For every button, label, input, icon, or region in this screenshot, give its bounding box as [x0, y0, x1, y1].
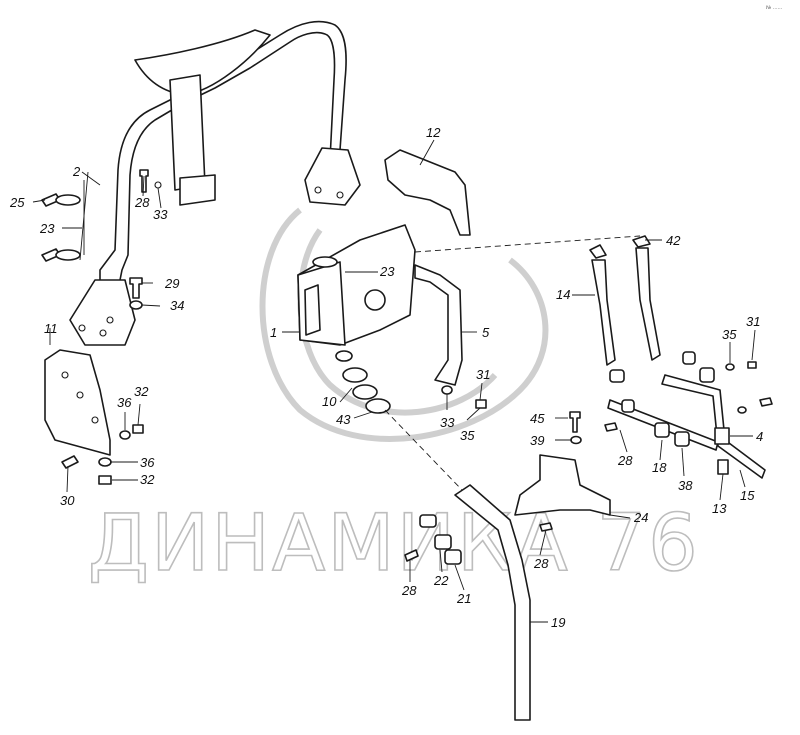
hose-clamps-part-10 — [335, 350, 391, 414]
clamps-part-21-22 — [419, 514, 462, 565]
callout-32: 32 — [134, 384, 149, 399]
callout-35: 35 — [460, 428, 475, 443]
callout-31: 31 — [476, 367, 490, 382]
callout-33: 33 — [153, 207, 168, 222]
saddle-support — [134, 29, 271, 206]
callout-1: 1 — [270, 325, 277, 340]
callout-28: 28 — [617, 453, 633, 468]
callout-31: 31 — [746, 314, 760, 329]
callout-5: 5 — [482, 325, 490, 340]
callout-labels: 25 23 2 28 33 29 34 11 36 32 36 32 30 12… — [9, 125, 763, 630]
callout-19: 19 — [551, 615, 565, 630]
fasteners — [41, 169, 773, 562]
bracket-part-12 — [384, 149, 471, 236]
callout-25: 25 — [9, 195, 25, 210]
callout-33: 33 — [440, 415, 455, 430]
callout-45: 45 — [530, 411, 545, 426]
hose-part-14 — [591, 259, 616, 366]
hose-part-42 — [635, 247, 661, 361]
callout-18: 18 — [652, 460, 667, 475]
callout-28: 28 — [134, 195, 150, 210]
callout-23: 23 — [379, 264, 395, 279]
callout-11: 11 — [44, 321, 58, 336]
callout-4: 4 — [756, 429, 763, 444]
callout-22: 22 — [433, 573, 449, 588]
callout-36: 36 — [117, 395, 132, 410]
leader-lines — [32, 139, 756, 623]
callout-39: 39 — [530, 433, 544, 448]
callout-34: 34 — [170, 298, 184, 313]
callout-14: 14 — [556, 287, 570, 302]
callout-21: 21 — [456, 591, 471, 606]
callout-38: 38 — [678, 478, 693, 493]
callout-30: 30 — [60, 493, 75, 508]
callout-29: 29 — [164, 276, 179, 291]
callout-2: 2 — [72, 164, 81, 179]
watermark-text: ДИНАМИКА 76 — [88, 499, 700, 589]
callout-32: 32 — [140, 472, 155, 487]
callout-23: 23 — [39, 221, 55, 236]
callout-43: 43 — [336, 412, 351, 427]
tank-part-1 — [297, 224, 416, 346]
callout-12: 12 — [426, 125, 441, 140]
callout-36: 36 — [140, 455, 155, 470]
pipe-part-19 — [454, 484, 531, 721]
bracket-part-24 — [514, 454, 611, 516]
callout-42: 42 — [666, 233, 681, 248]
corner-mark: № ...... — [766, 5, 783, 11]
callout-10: 10 — [322, 394, 337, 409]
strap-part-5 — [414, 264, 463, 386]
callout-15: 15 — [740, 488, 755, 503]
callout-28: 28 — [401, 583, 417, 598]
callout-24: 24 — [633, 510, 648, 525]
callout-13: 13 — [712, 501, 727, 516]
plate-part-11 — [44, 349, 111, 456]
small-clips — [609, 351, 715, 447]
callout-28: 28 — [533, 556, 549, 571]
callout-35: 35 — [722, 327, 737, 342]
